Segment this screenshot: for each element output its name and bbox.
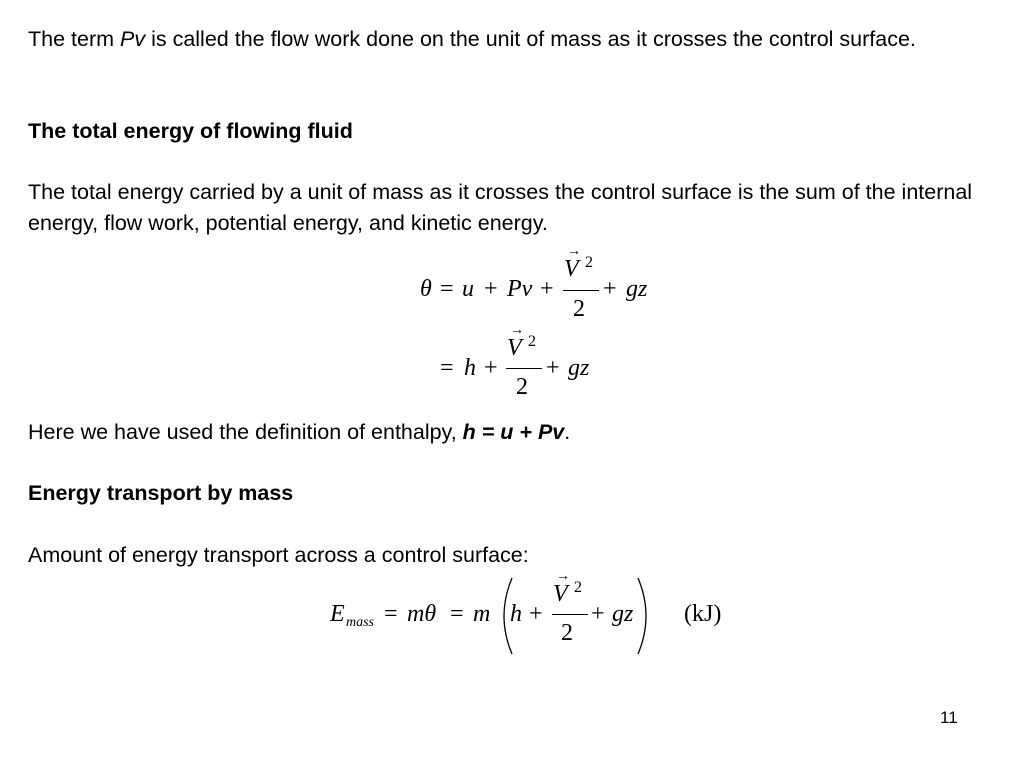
eq2-gz: gz — [568, 355, 590, 381]
eq3-gz: gz — [612, 601, 634, 627]
eq2-fraction-bar — [506, 368, 542, 369]
eq3-h: h — [510, 601, 522, 627]
eq1-denominator: 2 — [573, 296, 585, 322]
eq2-square: 2 — [528, 333, 536, 350]
eq3-plus2: + — [591, 601, 605, 627]
enthalpy-definition-paragraph: Here we have used the definition of enth… — [28, 420, 571, 444]
eq3-vector-arrow: → — [556, 569, 570, 584]
eq1-pv: Pv — [507, 276, 533, 302]
eq1-square: 2 — [585, 254, 593, 271]
eq1-gz: gz — [626, 276, 648, 302]
page-number: 11 — [940, 708, 958, 727]
eq1-plus1: + — [484, 276, 498, 302]
eq3-unit: (kJ) — [684, 601, 722, 627]
flow-work-paragraph: The term Pv is called the flow work done… — [28, 27, 916, 51]
eq1-theta: θ — [420, 276, 432, 302]
eq3-right-paren — [637, 577, 647, 655]
eq3-m: m — [473, 601, 491, 627]
eq3-equals1: = — [384, 601, 398, 627]
eq1-vector-arrow: → — [567, 244, 581, 259]
eq1-fraction-bar — [563, 290, 599, 291]
enthalpy-definition: h = u + Pv — [462, 420, 565, 444]
eq3-fraction-bar — [552, 614, 588, 615]
heading-energy-transport: Energy transport by mass — [28, 481, 294, 505]
eq2-equals: = — [440, 355, 454, 381]
eq1-velocity: V — [564, 256, 579, 282]
eq2-h: h — [464, 355, 476, 381]
eq3-velocity: V — [553, 581, 568, 607]
eq2-denominator: 2 — [516, 374, 528, 400]
eq3-square: 2 — [574, 579, 582, 596]
eq2-plus2: + — [546, 355, 560, 381]
heading-total-energy: The total energy of flowing fluid — [28, 119, 353, 143]
eq1-equals: = — [440, 276, 454, 302]
eq2-plus1: + — [484, 355, 498, 381]
eq1-u: u — [462, 276, 474, 302]
eq1-plus2: + — [540, 276, 554, 302]
eq3-plus1: + — [529, 601, 543, 627]
pv-term: Pv — [120, 27, 146, 51]
energy-transport-paragraph: Amount of energy transport across a cont… — [28, 543, 529, 567]
total-energy-paragraph: The total energy carried by a unit of ma… — [28, 180, 973, 235]
eq2-velocity: V — [507, 335, 522, 361]
eq3-denominator: 2 — [561, 620, 573, 646]
eq1-plus3: + — [603, 276, 617, 302]
eq3-energy: E — [330, 601, 345, 627]
eq3-m-theta: mθ — [407, 601, 437, 627]
eq3-left-paren — [503, 577, 513, 655]
eq3-subscript-mass: mass — [346, 615, 375, 630]
eq2-vector-arrow: → — [510, 323, 524, 338]
eq3-equals2: = — [450, 601, 464, 627]
